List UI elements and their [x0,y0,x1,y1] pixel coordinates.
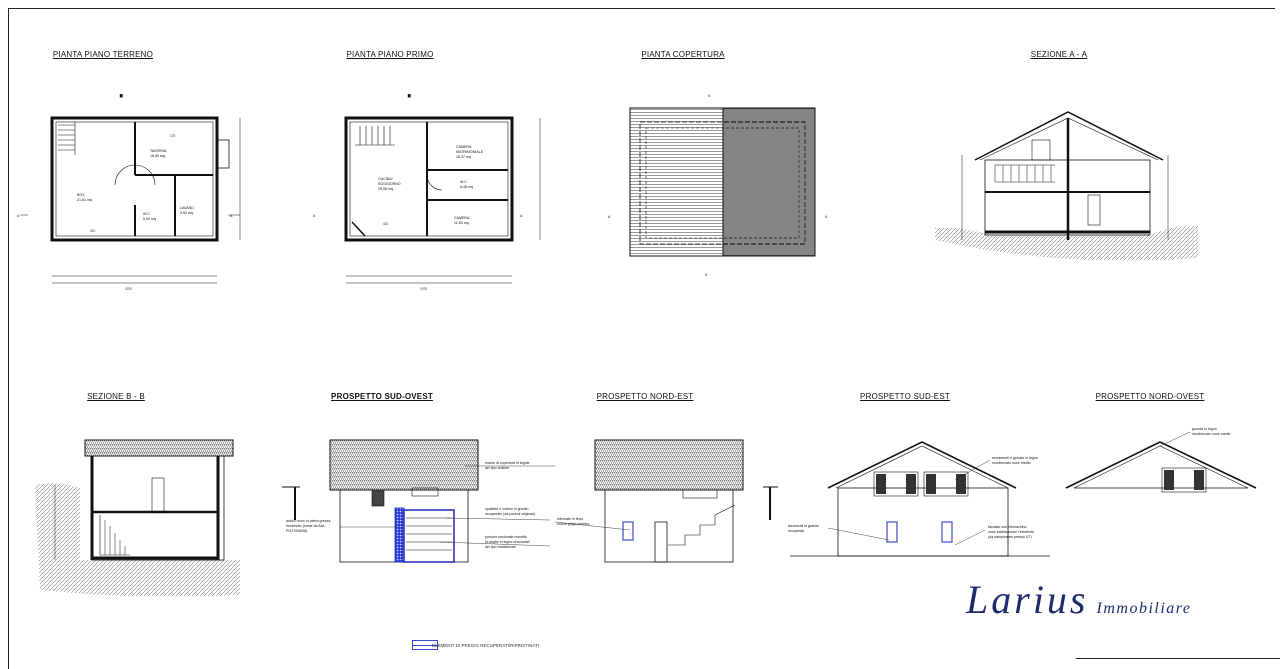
section-b-b-drawing [35,439,240,597]
room-label-cucina: CUCINA/ [378,177,393,181]
plan-roof: N N [629,94,816,277]
room-area-box: 21,61 mq [77,198,92,202]
note-facade: facciate con intonachino [988,525,1027,529]
room-label-matrimoniale: MATRIMONIALE [456,150,484,154]
title-prospetto-nord-ovest: PROSPETTO NORD-OVEST [1095,392,1205,401]
room-area-wc-ground: 5,00 mq [143,217,156,221]
title-prospetto-sud-est: PROSPETTO SUD-EST [860,392,950,401]
title-sezione-b-b: SEZIONE B - B [87,392,145,401]
brand-logo-name: Larius [966,577,1089,622]
drawing-sheet-frame [8,8,1275,669]
note-roof-tiles: manto di copertura in tegole [485,461,530,465]
note-stone-wall: antico muro in pietra grezza [286,519,330,523]
section-mark-a-left-first: A [313,214,316,218]
note-stone-wall-2: ricostruito (come da AUL [286,524,325,528]
section-mark-a-left-ground: A [17,214,20,218]
elevation-south-west [282,439,555,563]
room-area-camera-1: 16,37 mq [456,155,471,159]
dim-ground-410: 410 [90,229,96,233]
note-wood-eaves-2: mordenzato noce medio [1192,432,1231,436]
section-a-a-drawing [935,111,1198,261]
room-label-camera-1: CAMERA [456,145,472,149]
note-granite-sills: davanzali in granito [788,524,819,528]
title-pianta-piano-terreno: PIANTA PIANO TERRENO [52,50,154,59]
north-arrow-2: N [408,94,411,98]
north-arrow-3: N [708,94,711,98]
room-label-box: BOX [77,193,85,197]
title-prospetto-sud-ovest: PROSPETTO SUD-OVEST [331,392,433,401]
plan-ground-floor: N [20,94,241,284]
note-wood-shutters-2: mordenzato noce medio [992,461,1031,465]
room-label-wc-first: W.C. [460,180,468,184]
room-label-soggiorno: SOGGIORNO [378,182,401,186]
brand-logo-sub: Immobiliare [1096,600,1192,617]
note-iron-grilles-2: colore grigio piombo [557,522,589,526]
note-wood-eaves: gronda in legno [1192,427,1217,431]
note-facade-3: (da campionare presso UT) [988,535,1032,539]
elevation-north-east [554,439,778,563]
section-mark-a-left-roof: A [608,215,611,219]
room-label-wc-ground: W.C. [143,212,151,216]
dim-ground-1070: 1070 [125,287,132,291]
room-label-camera-2: CAMERA [454,216,470,220]
title-pianta-piano-primo: PIANTA PIANO PRIMO [346,50,434,59]
section-mark-a-right-ground: A [230,214,233,218]
dim-first-410: 410 [383,222,389,226]
section-mark-a-right-roof: A [825,215,828,219]
note-granite-jambs-2: recuperato (da portoni originari) [485,512,535,516]
dim-first-1070: 1070 [420,287,427,291]
elevation-south-east [790,441,1050,557]
north-arrow-1: N [120,94,123,98]
note-wood-shutters: serramenti e gelosie in legno [992,456,1038,460]
note-granite-sills-2: recuperati [788,529,804,533]
room-area-taverna: 16,69 mq [150,154,165,158]
legend-swatch [412,640,438,650]
room-label-lavand: LAVAND. [180,206,195,210]
room-label-taverna: TAVERNA [150,149,167,153]
note-sectional-door: portone sezionale rivestito [485,535,527,539]
title-sezione-a-a: SEZIONE A - A [1030,50,1088,59]
title-block-edge [1076,658,1280,663]
note-stone-wall-3: PG27006/08) [286,529,307,533]
room-area-cucina: 29,98 mq [378,187,393,191]
room-area-wc-first: 6,48 mq [460,185,473,189]
note-iron-grilles: inferriate in ferro [557,517,583,521]
note-granite-jambs: spallette e voltino in granito [485,507,529,511]
title-prospetto-nord-est: PROSPETTO NORD-EST [596,392,694,401]
note-sectional-door-3: del tipo tradizionale [485,545,516,549]
dim-ground-170: 170 [170,134,176,138]
note-roof-tiles-2: del tipo antiche [485,466,509,470]
title-pianta-copertura: PIANTA COPERTURA [641,50,725,59]
elevation-north-west [1065,431,1257,493]
plan-first-floor: N [344,94,541,284]
room-area-camera-2: 11,84 mq [454,221,469,225]
legend-label: ELEMENTI DI PREGIO RECUPERATI/RIPRISTINA… [432,643,540,648]
note-facade-2: color sabbia come l'esistente [988,530,1034,534]
section-mark-a-right-first: A [520,214,523,218]
note-sectional-door-2: in doghe in legno orizzontali [485,540,530,544]
north-arrow-roof-bottom: N [705,273,708,277]
room-area-lavand: 9,50 mq [180,211,193,215]
